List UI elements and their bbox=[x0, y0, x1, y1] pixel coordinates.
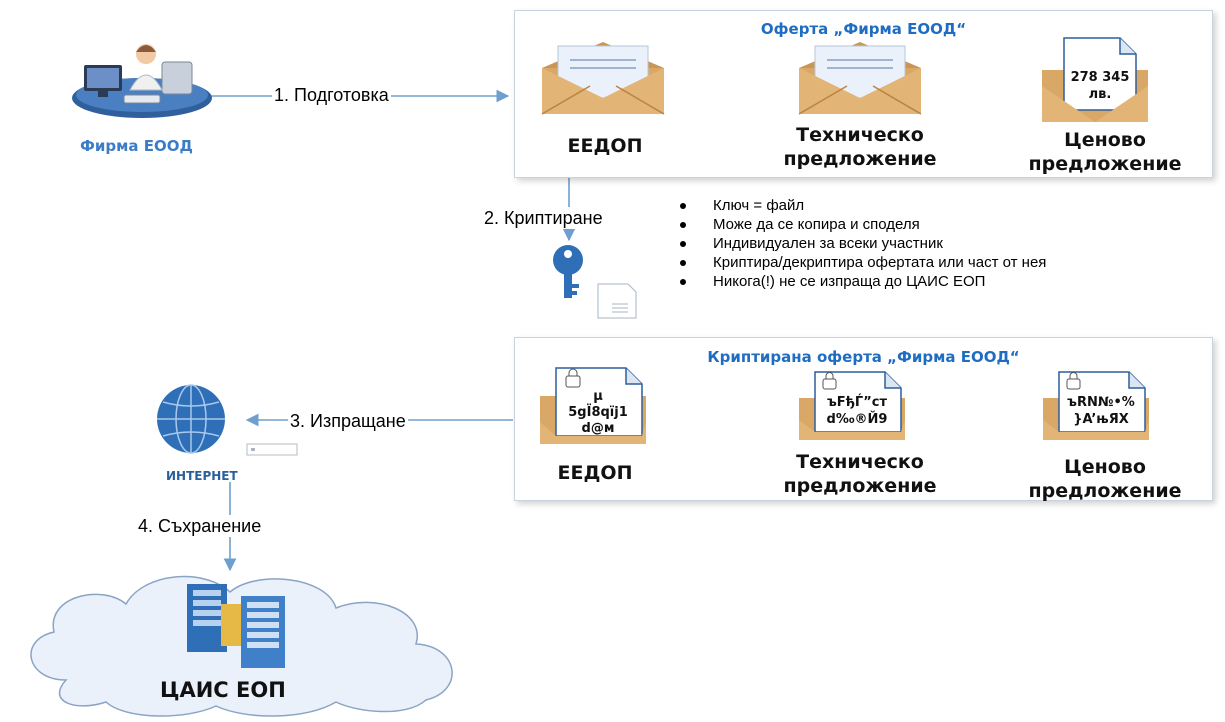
storage-label: ЦАИС ЕОП bbox=[160, 678, 286, 702]
key-note: Никога(!) не се изпраща до ЦАИС ЕОП bbox=[676, 272, 1046, 291]
key-note: Индивидуален за всеки участник bbox=[676, 234, 1046, 253]
key-note: Криптира/декриптира офертата или част от… bbox=[676, 253, 1046, 272]
key-notes-list: Ключ = файл Може да се копира и споделя … bbox=[676, 196, 1046, 291]
actor-label: Фирма ЕООД bbox=[80, 137, 193, 155]
internet-label: ИНТЕРНЕТ bbox=[166, 469, 238, 483]
price-amount: 278 345 bbox=[1071, 70, 1130, 85]
cipher-text: }A’њЯХ bbox=[1073, 412, 1129, 427]
encrypted-panel-title: Криптирана оферта „Фирма ЕООД“ bbox=[707, 348, 1020, 366]
encrypted-price-icon: ъRN№•% }A’њЯХ bbox=[1043, 371, 1149, 440]
server-icon bbox=[187, 584, 285, 668]
key-note: Може да се копира и споделя bbox=[676, 215, 1046, 234]
cipher-text: d‰®Й9 bbox=[827, 411, 888, 427]
envelope-eedop-icon bbox=[541, 42, 665, 115]
cipher-text: d@м bbox=[582, 421, 615, 436]
globe-icon bbox=[157, 384, 298, 456]
key-note: Ключ = файл bbox=[676, 196, 1046, 215]
step-send-label: 3. Изпращане bbox=[288, 410, 408, 432]
offer-doc-label-price: Ценово предложение bbox=[1028, 129, 1182, 175]
envelope-price-icon: 278 345 лв. bbox=[1042, 37, 1148, 122]
encrypted-doc-label-technical: Техническо предложение bbox=[783, 451, 937, 497]
offer-doc-label-technical: Техническо предложение bbox=[783, 124, 937, 170]
user-computer-icon bbox=[72, 44, 212, 118]
encrypted-technical-icon: ъFђЃ”ст d‰®Й9 bbox=[799, 371, 905, 440]
encrypted-eedop-icon: µ 5gЇ8qїj1 d@м bbox=[540, 367, 646, 444]
envelope-technical-icon bbox=[798, 42, 922, 115]
step-store-label: 4. Съхранение bbox=[136, 515, 264, 537]
offer-panel-title: Оферта „Фирма ЕООД“ bbox=[760, 20, 967, 38]
key-file-icon bbox=[553, 245, 637, 319]
step-prepare-label: 1. Подготовка bbox=[272, 84, 391, 106]
price-currency: лв. bbox=[1089, 87, 1112, 102]
cipher-text: ъFђЃ”ст bbox=[827, 394, 887, 410]
encrypted-doc-label-eedop: ЕЕДОП bbox=[557, 462, 633, 484]
cipher-text: µ bbox=[593, 389, 603, 404]
cipher-text: 5gЇ8qїj1 bbox=[568, 404, 628, 420]
offer-doc-label-eedop: ЕЕДОП bbox=[567, 135, 643, 157]
step-encrypt-label: 2. Криптиране bbox=[482, 207, 605, 229]
cipher-text: ъRN№•% bbox=[1067, 395, 1135, 410]
encrypted-doc-label-price: Ценово предложение bbox=[1028, 456, 1182, 502]
